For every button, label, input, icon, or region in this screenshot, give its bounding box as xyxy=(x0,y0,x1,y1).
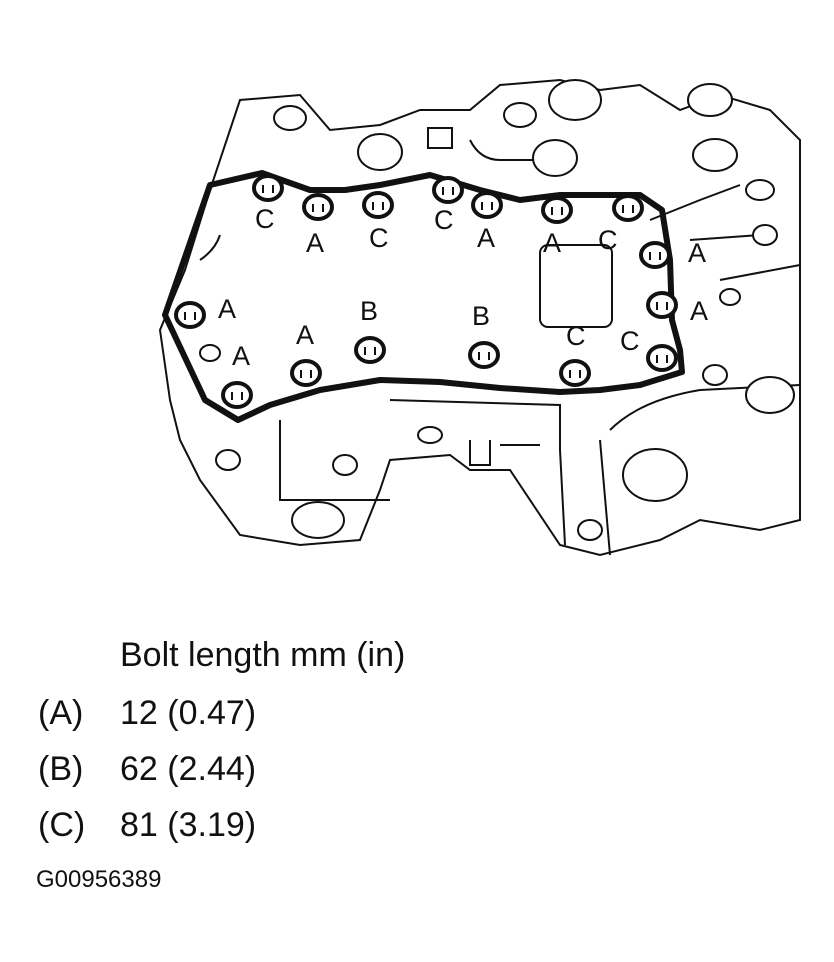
bolt-head xyxy=(302,193,334,221)
bolt-callout-a: A xyxy=(306,228,324,258)
legend-value-a: 12 (0.47) xyxy=(120,694,257,732)
legend-row-a: (A) 12 (0.47) xyxy=(38,694,256,733)
bolt-head xyxy=(559,359,591,387)
bolt-head xyxy=(639,241,671,269)
figure-id: G00956389 xyxy=(36,866,162,893)
bolt-head xyxy=(468,341,500,369)
legend-title: Bolt length mm (in) xyxy=(120,636,406,674)
bolt-head xyxy=(221,381,253,409)
bolt-callout-a: A xyxy=(218,294,236,324)
bolt-head xyxy=(432,176,464,204)
bolt-head xyxy=(471,191,503,219)
legend-row-c: (C) 81 (3.19) xyxy=(38,806,256,845)
legend-key-c: (C) xyxy=(38,806,86,844)
bolt-callout-c: C xyxy=(369,223,389,253)
legend-key-a: (A) xyxy=(38,694,84,732)
bolt-callout-c: C xyxy=(620,326,640,356)
background-studs xyxy=(199,79,795,541)
bolt-callout-c: C xyxy=(566,321,586,351)
bolt-callout-a: A xyxy=(690,296,708,326)
bolt-callout-c: C xyxy=(434,205,454,235)
separator-plate-outline xyxy=(162,170,685,423)
legend-key-b: (B) xyxy=(38,750,84,788)
bolt-head xyxy=(646,291,678,319)
bolt-head xyxy=(362,191,394,219)
bolt-heads xyxy=(174,174,678,409)
bolt-head xyxy=(290,359,322,387)
bolt-callout-b: B xyxy=(360,296,378,326)
bolt-head xyxy=(646,344,678,372)
valve-body-outline xyxy=(158,78,801,557)
bolt-callout-c: C xyxy=(598,225,618,255)
bolt-callout-a: A xyxy=(232,341,250,371)
bolt-callout-a: A xyxy=(688,238,706,268)
legend-row-b: (B) 62 (2.44) xyxy=(38,750,256,789)
legend-value-b: 62 (2.44) xyxy=(120,750,257,788)
bolt-callout-c: C xyxy=(255,204,275,234)
bolt-callout-a: A xyxy=(543,228,561,258)
bolt-head xyxy=(252,174,284,202)
bolt-head xyxy=(174,301,206,329)
bolt-callout-a: A xyxy=(477,223,495,253)
bolt-head xyxy=(354,336,386,364)
legend-value-c: 81 (3.19) xyxy=(120,806,257,844)
bolt-head xyxy=(612,194,644,222)
bolt-callout-b: B xyxy=(472,301,490,331)
bolt-head xyxy=(541,196,573,224)
bolt-callout-a: A xyxy=(296,320,314,350)
